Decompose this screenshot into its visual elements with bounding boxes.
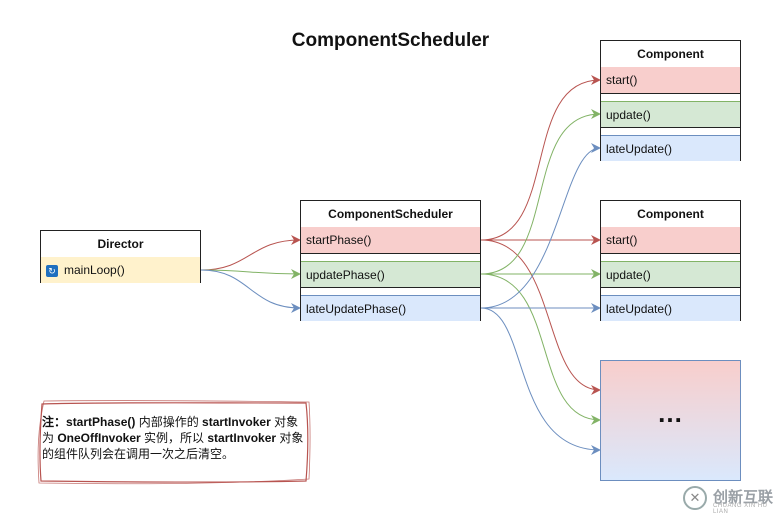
component-top-method-start[interactable]: start() — [601, 67, 740, 93]
note-border — [39, 402, 309, 483]
component-top-separator — [601, 127, 740, 134]
watermark-logo: ✕ 创新互联 CHUANG XIN HU LIAN — [683, 484, 779, 515]
scheduler-method-lateupdatephase[interactable]: lateUpdatePhase() — [301, 295, 480, 321]
component-top-separator — [601, 93, 740, 100]
component-top-method-update[interactable]: update() — [601, 101, 740, 127]
edge-lateupdatephase-ellipsis — [480, 307, 601, 455]
note-text: 注：startPhase() 内部操作的 startInvoker 对象 为 O… — [38, 400, 310, 480]
edge-director-updatephase — [200, 268, 301, 279]
scheduler-separator — [301, 253, 480, 260]
component-top-header: Component — [601, 41, 740, 68]
scheduler-method-updatephase[interactable]: updatePhase() — [301, 261, 480, 287]
director-class[interactable]: Director ↻ mainLoop() — [40, 230, 201, 283]
refresh-icon: ↻ — [46, 264, 58, 277]
component-top-method-lateupdate[interactable]: lateUpdate() — [601, 135, 740, 161]
edge-director-startphase — [200, 235, 301, 271]
watermark-subtext: CHUANG XIN HU LIAN — [713, 503, 768, 515]
component-mid-header: Component — [601, 201, 740, 228]
note-line-2: 为 OneOffInvoker 实例，所以 startInvoker 对象 — [42, 431, 304, 445]
component-mid-method-lateupdate[interactable]: lateUpdate() — [601, 295, 740, 321]
watermark-icon: ✕ — [683, 486, 707, 510]
scheduler-method-startphase[interactable]: startPhase() — [301, 227, 480, 253]
edge-director-lateupdatephase — [200, 269, 301, 313]
component-mid-separator — [601, 253, 740, 260]
director-header: Director — [41, 231, 200, 258]
note-line-3: 的组件队列会在调用一次之后清空。 — [42, 447, 235, 461]
edge-startphase-ellipsis — [480, 239, 601, 395]
componentscheduler-class[interactable]: ComponentScheduler startPhase() updatePh… — [300, 200, 481, 321]
watermark-text: 创新互联 — [713, 489, 774, 506]
more-components-box[interactable]: ... — [600, 360, 741, 481]
scheduler-header: ComponentScheduler — [301, 201, 480, 228]
diagram-title: ComponentScheduler — [291, 30, 490, 51]
director-method-label: mainLoop() — [64, 263, 125, 277]
edge-startphase-top-start — [480, 75, 601, 241]
component-mid-separator — [601, 287, 740, 294]
component-mid-method-update[interactable]: update() — [601, 261, 740, 287]
edge-lateupdatephase-top-lateupdate — [480, 143, 601, 309]
scheduler-separator — [301, 287, 480, 294]
component-class-top[interactable]: Component start() update() lateUpdate() — [600, 40, 741, 161]
edge-updatephase-top-update — [480, 109, 601, 275]
component-mid-method-start[interactable]: start() — [601, 227, 740, 253]
component-class-mid[interactable]: Component start() update() lateUpdate() — [600, 200, 741, 321]
note-line-1: 注：startPhase() 内部操作的 startInvoker 对象 — [42, 415, 299, 429]
edge-updatephase-ellipsis — [480, 273, 601, 425]
director-method-mainloop[interactable]: ↻ mainLoop() — [41, 257, 200, 283]
